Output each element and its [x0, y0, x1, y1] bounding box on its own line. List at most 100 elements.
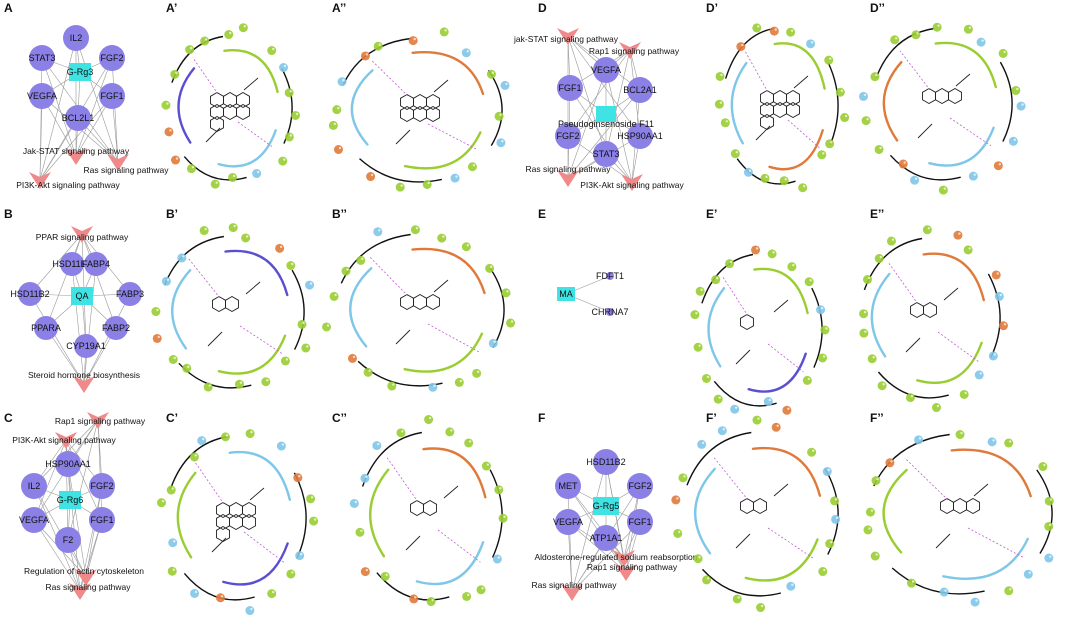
- residue-highlight: [774, 28, 777, 31]
- pocket-ribbon: [350, 69, 374, 146]
- residue-highlight: [466, 50, 469, 53]
- pathway-label: Ras signaling pathway: [45, 582, 131, 592]
- ligand-ring: [216, 525, 230, 543]
- ligand-ring: [953, 497, 967, 515]
- residue-highlight: [476, 370, 480, 374]
- panel-label: A: [4, 1, 13, 15]
- pocket-ribbon: [942, 537, 1029, 581]
- pocket-ribbon: [369, 468, 390, 558]
- residue-marker: [993, 161, 1003, 171]
- pathway-label: Ras signaling pathway: [531, 580, 617, 590]
- residue-marker: [426, 597, 436, 607]
- residue-marker: [220, 432, 230, 442]
- residue-marker: [830, 496, 840, 506]
- residue-marker: [424, 415, 434, 425]
- residue-marker: [252, 169, 262, 179]
- compound-label: G-Rg5: [593, 501, 620, 511]
- gene-label: HSD11B1: [52, 259, 91, 269]
- residue-highlight: [272, 590, 275, 594]
- residue-marker: [767, 249, 777, 259]
- residue-marker: [1011, 85, 1021, 95]
- residue-marker: [450, 173, 460, 183]
- residue-marker: [859, 309, 869, 319]
- pocket-ribbon: [422, 447, 487, 499]
- ligand-bond: [955, 73, 971, 87]
- residue-marker: [693, 342, 703, 352]
- residue-highlight: [342, 78, 345, 82]
- interaction-diagram-E1: [690, 245, 830, 415]
- residue-highlight: [882, 383, 885, 386]
- residue-marker: [987, 437, 997, 447]
- pathway-node: [557, 170, 579, 187]
- ligand-ring: [400, 105, 414, 123]
- residue-highlight: [825, 327, 828, 330]
- hydrogen-bond: [904, 457, 949, 501]
- residue-highlight: [361, 257, 364, 261]
- panel-label: B: [4, 207, 13, 221]
- ligand-ring: [753, 497, 767, 515]
- pathway-node: [55, 432, 77, 449]
- residue-highlight: [715, 276, 719, 280]
- residue-marker: [874, 254, 884, 264]
- pocket-ribbon: [411, 50, 485, 96]
- ligand-structure: [917, 73, 971, 139]
- pocket-ribbon: [217, 129, 277, 168]
- hydrogen-bond: [237, 121, 274, 148]
- residue-highlight: [914, 177, 918, 180]
- residue-marker: [500, 80, 510, 90]
- residue-highlight: [996, 272, 999, 275]
- panel-label: D’: [706, 1, 718, 15]
- ligand-ring: [922, 87, 936, 105]
- residue-highlight: [918, 437, 922, 440]
- ligand-structure: [905, 287, 959, 353]
- residue-marker: [959, 389, 969, 399]
- residue-marker: [166, 485, 176, 495]
- residue-highlight: [872, 356, 875, 359]
- gene-label: VEGFA: [27, 91, 57, 101]
- ligand-bond: [735, 533, 751, 549]
- residue-marker: [782, 405, 792, 415]
- backbone-chain: [169, 435, 229, 490]
- residue-highlight: [161, 499, 165, 503]
- residue-highlight: [250, 607, 253, 611]
- residue-marker: [276, 441, 286, 451]
- residue-highlight: [338, 146, 342, 150]
- ligand-bond: [245, 281, 261, 295]
- gene-label: IL2: [70, 33, 83, 43]
- residue-marker: [939, 587, 949, 597]
- ligand-ring: [413, 105, 427, 123]
- residue-highlight: [431, 598, 434, 602]
- residue-marker: [1044, 521, 1054, 531]
- backbone-chain: [171, 35, 224, 83]
- residue-marker: [439, 27, 449, 37]
- network-edge: [567, 89, 641, 179]
- ligand-bond: [793, 75, 809, 89]
- residue-marker: [481, 461, 491, 471]
- ligand-bond: [773, 483, 789, 497]
- residue-highlight: [734, 406, 738, 409]
- ligand-structure: [395, 279, 449, 345]
- ligand-bond: [207, 331, 223, 347]
- ligand-bond: [735, 349, 751, 365]
- residue-highlight: [455, 175, 458, 178]
- gene-label: MET: [559, 481, 579, 491]
- residue-highlight: [1009, 588, 1012, 591]
- residue-marker: [898, 159, 908, 169]
- residue-highlight: [472, 164, 476, 167]
- compound-label: G-Rg3: [67, 67, 94, 77]
- backbone-chain: [889, 154, 961, 181]
- residue-marker: [835, 87, 845, 97]
- residue-highlight: [225, 434, 229, 437]
- residue-marker: [802, 375, 812, 385]
- pathway-node: [75, 569, 97, 586]
- ligand-bond: [433, 279, 449, 293]
- residue-highlight: [768, 398, 771, 402]
- ligand-structure: [935, 483, 989, 549]
- ligand-ring: [760, 89, 774, 107]
- ligand-ring: [426, 93, 440, 111]
- residue-highlight: [468, 440, 472, 443]
- residue-marker: [732, 594, 742, 604]
- residue-highlight: [999, 293, 1003, 297]
- residue-marker: [991, 270, 1001, 280]
- residue-highlight: [505, 82, 508, 86]
